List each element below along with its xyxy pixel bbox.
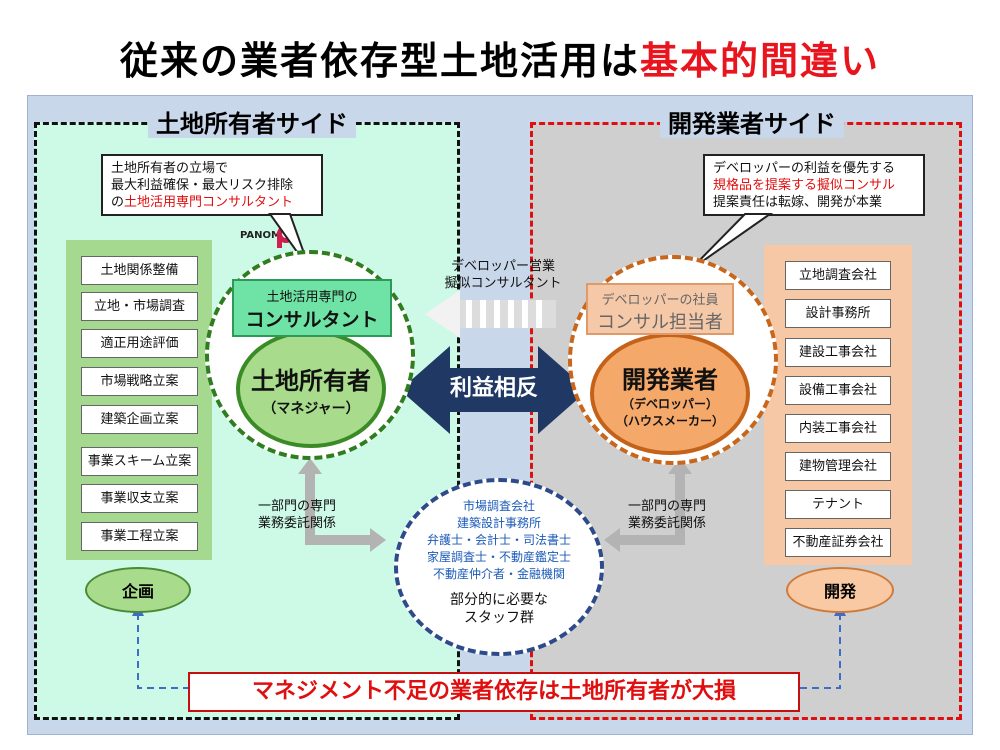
- developer-node: 開発業者 （デベロッパー） （ハウスメーカー）: [590, 333, 750, 455]
- staff-line: 建築設計事務所: [456, 516, 541, 530]
- developer-sub-2: （ハウスメーカー）: [615, 413, 724, 428]
- developer-staff-box: デベロッパーの社員 コンサル担当者: [586, 283, 734, 335]
- title-highlight: 基本的間違い: [640, 39, 881, 83]
- outsource-label-line: 一部門の専門: [628, 499, 707, 514]
- callout-line: 土地所有者の立場で: [111, 161, 229, 176]
- callout-highlight: 土地活用専門コンサルタント: [124, 195, 294, 210]
- title-main: 従来の業者依存型土地活用は: [119, 39, 640, 83]
- pseudo-consultant-label: デベロッパー営業 擬似コンサルタント: [438, 258, 568, 292]
- developer-consultant-callout: デベロッパーの利益を優先する 規格品を提案する擬似コンサル 提案責任は転嫁、開発…: [703, 154, 925, 216]
- logo-text: PANOMI: [240, 230, 285, 241]
- developer-staff-label: コンサル担当者: [597, 312, 723, 333]
- list-item: 不動産証券会社: [785, 528, 891, 557]
- callout-line: デベロッパーの利益を優先する: [713, 161, 896, 176]
- plan-feedback-line: [137, 612, 190, 689]
- owner-consultant-callout: 土地所有者の立場で 最大利益確保・最大リスク排除 の土地活用専門コンサルタント: [101, 154, 323, 216]
- list-item: 事業工程立案: [81, 522, 198, 551]
- list-item: 建築企画立案: [81, 405, 198, 434]
- developer-sub-1: （デベロッパー）: [621, 396, 718, 411]
- left-outsource-arrow-up: [298, 458, 322, 474]
- staff-line: 不動産仲介者・金融機関: [432, 567, 565, 581]
- owner-role: （マネジャー）: [262, 400, 360, 417]
- list-item: 設備工事会社: [785, 376, 891, 405]
- land-owner-side-title: 土地所有者サイド: [148, 110, 356, 138]
- developer-side-title: 開発業者サイド: [660, 110, 844, 138]
- pseudo-arrow-stripes: [466, 300, 542, 328]
- list-item: 事業収支立案: [81, 484, 198, 513]
- conflict-double-arrow: [400, 346, 588, 434]
- left-outsource-arrow-right: [370, 528, 386, 552]
- consultant-box: 土地活用専門の コンサルタント: [232, 279, 392, 337]
- list-item: 土地関係整備: [81, 256, 198, 285]
- right-outsource-arrow-up: [668, 458, 692, 474]
- consultant-label: コンサルタント: [245, 309, 379, 331]
- owner-name: 土地所有者: [251, 366, 371, 395]
- outsource-label-line: 業務委託関係: [258, 516, 337, 531]
- list-item: 事業スキーム立案: [81, 447, 198, 476]
- page-title: 従来の業者依存型土地活用は基本的間違い: [0, 30, 1000, 85]
- left-outsource-connector: [305, 470, 372, 545]
- pseudo-label-line: デベロッパー営業: [450, 259, 555, 274]
- pseudo-arrow-head: [425, 290, 460, 338]
- staff-footer-line: スタッフ群: [464, 610, 534, 626]
- staff-list: 市場調査会社 建築設計事務所 弁護士・会計士・司法書士 家屋調査士・不動産鑑定士…: [398, 498, 600, 583]
- staff-footer-line: 部分的に必要な: [450, 592, 548, 608]
- developer-callout-pointer: [689, 213, 774, 271]
- developer-name: 開発業者: [622, 365, 718, 394]
- callout-line: 最大利益確保・最大リスク排除: [111, 178, 294, 193]
- staff-footer: 部分的に必要な スタッフ群: [398, 591, 600, 627]
- right-outsource-connector: [618, 470, 685, 545]
- consultant-label-small: 土地活用専門の: [266, 290, 358, 305]
- list-item: 市場戦略立案: [81, 367, 198, 396]
- development-oval: 開発: [786, 567, 894, 613]
- callout-line: 提案責任は転嫁、開発が本業: [713, 195, 883, 210]
- planning-oval: 企画: [85, 567, 191, 613]
- conclusion-banner: マネジメント不足の業者依存は土地所有者が大損: [188, 672, 800, 712]
- developer-staff-label-small: デベロッパーの社員: [601, 293, 719, 308]
- outsource-label-line: 一部門の専門: [258, 499, 337, 514]
- list-item: 内装工事会社: [785, 414, 891, 443]
- staff-group-circle: 市場調査会社 建築設計事務所 弁護士・会計士・司法書士 家屋調査士・不動産鑑定士…: [394, 478, 604, 656]
- staff-line: 家屋調査士・不動産鑑定士: [426, 550, 571, 564]
- list-item: 立地調査会社: [785, 261, 891, 290]
- callout-line: の: [111, 195, 125, 210]
- list-item: 適正用途評価: [81, 329, 198, 358]
- list-item: 建物管理会社: [785, 452, 891, 481]
- staff-line: 市場調査会社: [462, 499, 535, 513]
- list-item: 立地・市場調査: [81, 292, 198, 321]
- land-owner-node: 土地所有者 （マネジャー）: [236, 330, 386, 448]
- pseudo-label-line: 擬似コンサルタント: [444, 276, 562, 291]
- list-item: テナント: [785, 490, 891, 519]
- list-item: 建設工事会社: [785, 338, 891, 367]
- dev-feedback-line: [800, 612, 841, 689]
- callout-highlight: 規格品を提案する擬似コンサル: [713, 178, 896, 193]
- right-outsource-arrow-left: [604, 528, 620, 552]
- outsource-label-line: 業務委託関係: [628, 516, 707, 531]
- list-item: 設計事務所: [785, 299, 891, 328]
- conflict-label: 利益相反: [450, 376, 539, 401]
- left-outsource-label: 一部門の専門 業務委託関係: [258, 498, 358, 532]
- right-outsource-label: 一部門の専門 業務委託関係: [628, 498, 728, 532]
- staff-line: 弁護士・会計士・司法書士: [426, 533, 571, 547]
